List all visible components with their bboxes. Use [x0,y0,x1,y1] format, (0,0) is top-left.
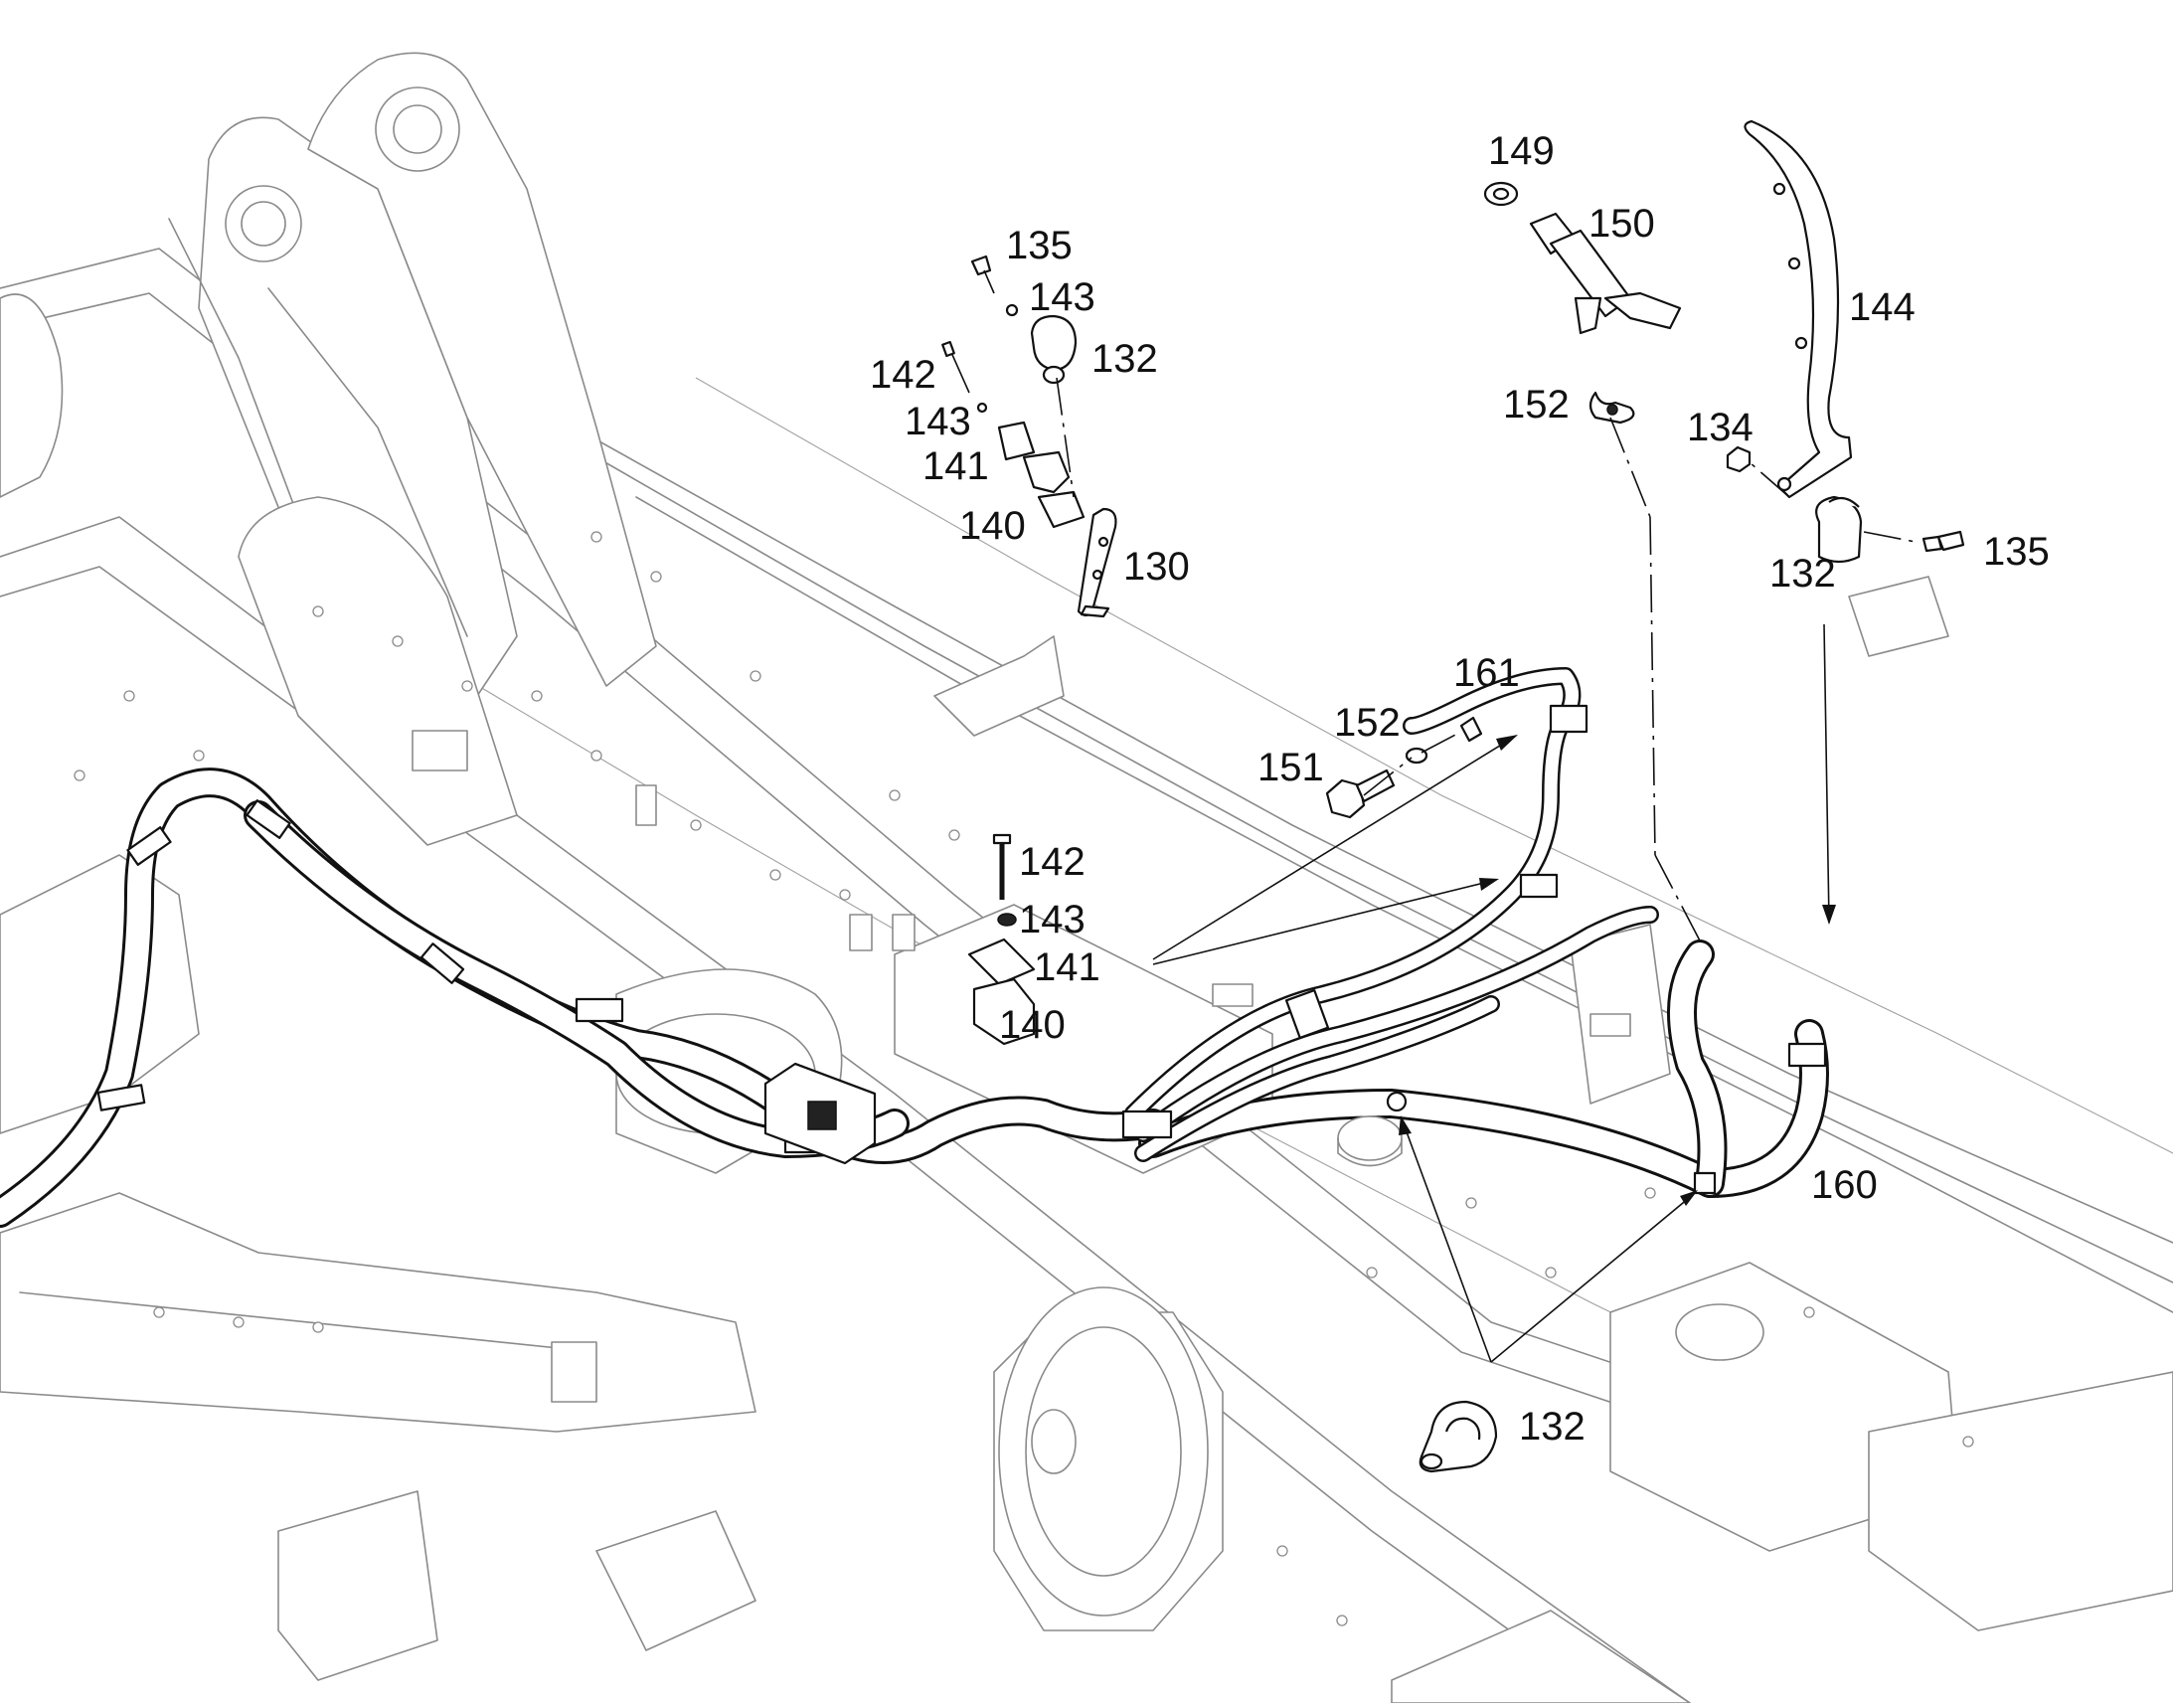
callout-142: 142 [1019,840,1086,884]
callout-141: 141 [922,444,989,488]
callout-152: 152 [1503,383,1570,427]
valve-assembly [1483,181,1682,425]
callout-160: 160 [1811,1163,1878,1207]
callout-135: 135 [1006,224,1073,267]
callout-134: 134 [1687,406,1754,449]
clamp-132-bottom [1419,1400,1498,1473]
cap [1337,1115,1403,1167]
callout-135: 135 [1983,530,2050,574]
left-fasteners [941,255,1117,618]
callout-labels: 149 150 144 135 143 132 142 143 141 140 … [870,129,2050,1449]
callout-143: 143 [1029,275,1095,319]
callout-149: 149 [1488,129,1555,173]
callout-150: 150 [1588,202,1655,246]
callout-151: 151 [1257,746,1324,789]
callout-144: 144 [1849,285,1916,329]
callout-142: 142 [870,353,936,397]
callout-132: 132 [1091,337,1158,381]
callout-141: 141 [1034,945,1100,989]
callout-143: 143 [905,400,971,443]
bracket-144 [1744,119,1853,499]
callout-132: 132 [1769,552,1836,596]
right-fasteners [1726,445,1965,564]
callout-140: 140 [999,1003,1066,1047]
callout-161: 161 [1453,651,1520,695]
leader-lines [1056,377,1922,1363]
mid-fasteners [967,833,1036,1046]
callout-143: 143 [1019,898,1086,941]
callout-132: 132 [1519,1405,1586,1449]
frame-clamp-block [763,1062,877,1165]
callout-130: 130 [1123,545,1190,589]
callout-140: 140 [959,504,1026,548]
callout-152: 152 [1334,701,1401,745]
